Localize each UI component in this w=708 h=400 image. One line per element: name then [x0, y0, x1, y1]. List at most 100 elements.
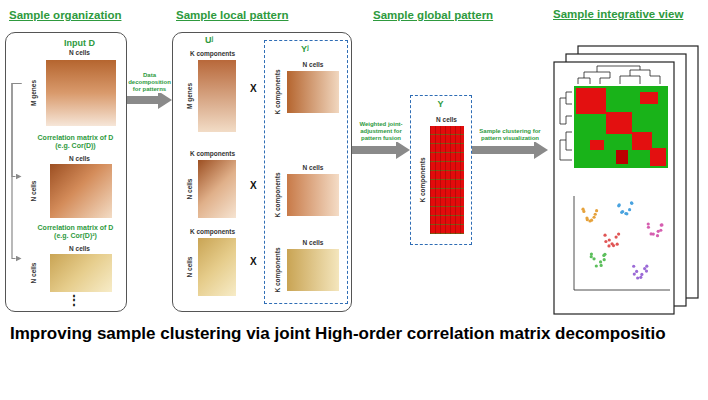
heatmap-block — [632, 132, 652, 150]
scatter-plot — [574, 196, 670, 290]
matrix-symbol: Uʲ — [205, 36, 213, 46]
scatter-dot — [607, 244, 610, 247]
stage-panel: Sample local patternK componentsM genesK… — [172, 32, 352, 312]
edge-label: Weighted joint-adjustment for pattern fu… — [354, 121, 408, 142]
axis-label: K components — [419, 157, 426, 202]
matrix-fill — [287, 174, 339, 216]
scatter-dot — [594, 213, 597, 216]
heatmap — [574, 86, 668, 168]
heatmap-block — [590, 140, 604, 150]
matrix-fill — [46, 60, 116, 126]
scatter-dot — [592, 216, 595, 219]
scatter-dot — [608, 238, 611, 241]
axis-label: N cells — [186, 256, 193, 277]
scatter-dot — [659, 229, 662, 232]
axis-label: N cells — [287, 239, 339, 246]
matrix-box: K componentsN cells — [182, 150, 244, 220]
heatmap-block — [616, 150, 628, 164]
axis-label: K components — [182, 150, 244, 157]
multiply-sign: X — [250, 256, 257, 267]
heatmap-block — [640, 92, 658, 104]
axis-label: N cells — [287, 61, 339, 68]
scatter-dot — [603, 234, 606, 237]
matrix-box: N cellsK components — [416, 116, 468, 238]
dendrogram-left — [560, 92, 572, 160]
scatter-dot — [599, 260, 602, 263]
heatmap-block — [650, 148, 666, 166]
axis-label: K components — [274, 172, 281, 217]
heatmap-block — [606, 112, 632, 134]
matrix-name: Input D — [42, 38, 118, 48]
scatter-dot — [632, 265, 635, 268]
matrix-box: N cellsK components — [269, 239, 343, 295]
matrix-name: Yʲ — [265, 44, 346, 54]
matrix-fill — [198, 238, 236, 296]
scatter-dot — [636, 276, 639, 279]
axis-label: K components — [182, 50, 244, 57]
axis-label: M genes — [186, 82, 193, 108]
matrix-box: K components N cells — [182, 228, 244, 298]
scatter-dot — [621, 210, 624, 213]
illustration-node: Sample integrative view — [548, 42, 700, 304]
matrix-box: K components M genes — [182, 50, 244, 134]
stage-panel: Sample organizationInput DN cellsM genes… — [5, 32, 127, 312]
scatter-dot — [652, 232, 655, 235]
section-heading: Sample integrative view — [553, 8, 683, 21]
matrix-fill — [50, 254, 112, 292]
scatter-dot — [618, 203, 621, 206]
scatter-dot — [617, 204, 620, 207]
scatter-dot — [630, 202, 633, 205]
matrix-box: Correlation matrix of D (e.g. Cor(D)²) N … — [22, 224, 122, 294]
page-front — [554, 62, 674, 314]
axis-label: N cells — [30, 262, 37, 283]
scatter-dot — [590, 219, 593, 222]
dashed-group: Sample global patternYN cellsK component… — [410, 95, 472, 245]
edge-label: Data decomposition for patterns — [128, 72, 172, 93]
axis-label: K components — [182, 228, 244, 235]
scatter-dot — [639, 276, 642, 279]
scatter-axes — [574, 196, 670, 290]
scatter-dot — [610, 242, 613, 245]
scatter-dot — [628, 208, 631, 211]
matrix-fill — [198, 60, 236, 132]
figure-title: Improving sample clustering via joint Hi… — [10, 324, 666, 344]
scatter-dot — [660, 223, 663, 226]
scatter-dots — [581, 201, 663, 279]
axis-label: M genes — [30, 79, 37, 105]
scatter-dot — [614, 235, 617, 238]
scatter-dot — [592, 257, 595, 260]
heatmap-block — [576, 88, 606, 114]
multiply-sign: X — [250, 180, 257, 191]
axis-label: N cells — [287, 164, 339, 171]
matrix-fill — [198, 160, 236, 218]
process-arrow — [472, 146, 534, 154]
scatter-dot — [630, 201, 633, 204]
derivation-arrow — [12, 84, 22, 177]
dendrogram-top — [578, 66, 660, 84]
matrix-name: Correlation matrix of D (e.g. Cor(D)²) — [32, 224, 120, 240]
scatter-dot — [582, 210, 585, 213]
process-arrow — [352, 146, 396, 154]
matrix-fill — [287, 71, 339, 113]
derivation-arrow — [12, 84, 22, 259]
scatter-dot — [640, 273, 643, 276]
scatter-dot — [660, 223, 663, 226]
section-heading: Sample local pattern — [176, 9, 288, 22]
scatter-dot — [624, 212, 627, 215]
dendrogram — [560, 66, 660, 160]
scatter-dot — [617, 232, 620, 235]
scatter-dot — [647, 226, 650, 229]
scatter-dot — [647, 222, 650, 225]
scatter-dot — [616, 243, 619, 246]
axis-label: N cells — [42, 245, 118, 252]
axis-label: N cells — [42, 49, 118, 56]
scatter-dot — [635, 270, 638, 273]
scatter-dot — [625, 212, 628, 215]
scatter-dot — [656, 234, 659, 237]
process-arrow — [127, 96, 158, 104]
multiply-sign: X — [250, 83, 257, 94]
matrix-fill — [287, 249, 339, 291]
scatter-dot — [585, 216, 588, 219]
axis-label: N cells — [30, 180, 37, 201]
matrix-box: N cellsK components — [269, 61, 343, 117]
